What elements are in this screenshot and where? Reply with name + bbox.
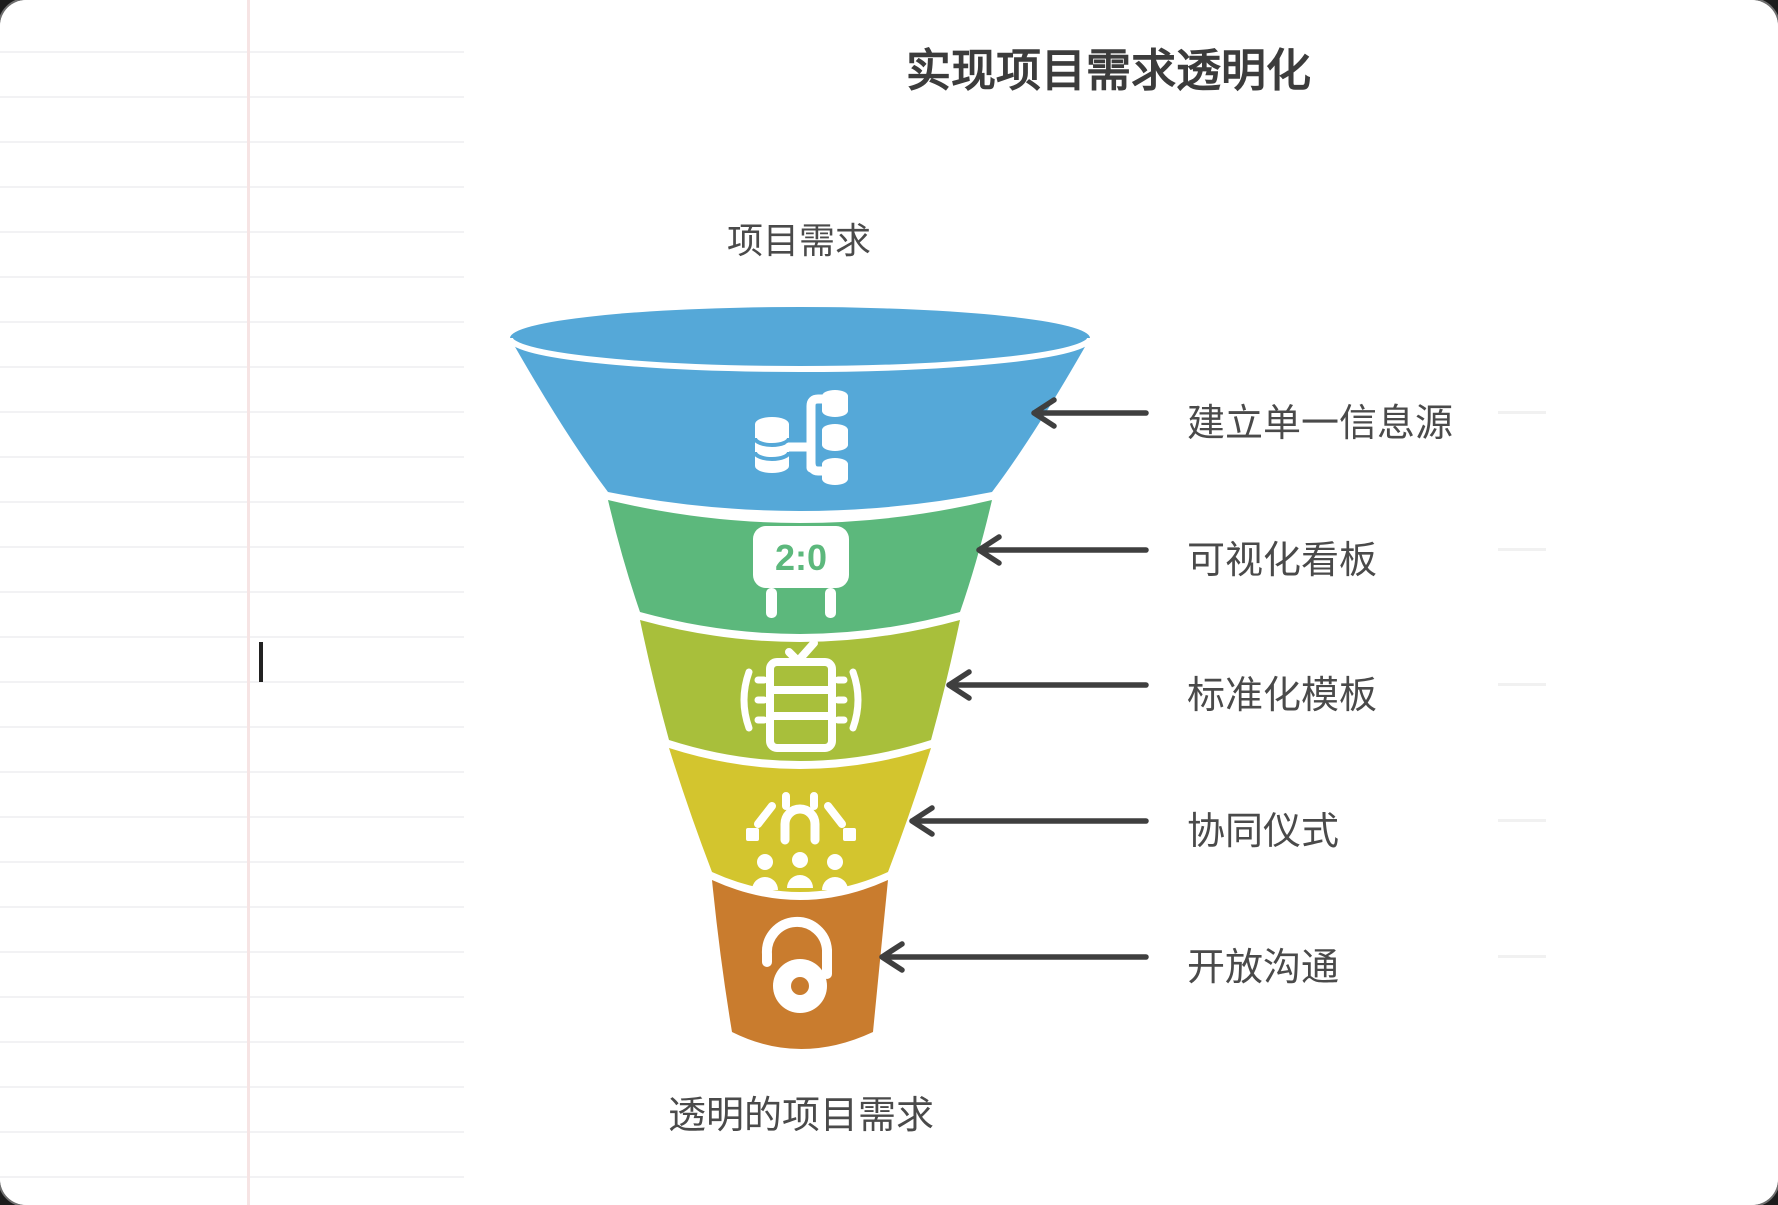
funnel-step-label-1: 建立单一信息源 <box>1187 403 1454 445</box>
scoreboard-text: 2:0 <box>775 537 827 578</box>
database-connector-lines <box>784 394 827 476</box>
arrow-step-2 <box>976 534 1149 566</box>
funnel-top-label: 项目需求 <box>727 220 872 261</box>
funnel-step-label-3: 标准化模板 <box>1187 675 1378 717</box>
arrow-step-1 <box>1031 397 1149 429</box>
arrow-step-5 <box>879 941 1149 973</box>
template-checklist-icon <box>740 639 862 752</box>
arrow-group <box>879 397 1149 973</box>
page-title: 实现项目需求透明化 <box>906 45 1312 96</box>
database-sources-icon <box>753 390 848 485</box>
funnel-layer-1 <box>507 307 1093 511</box>
funnel-layer-4 <box>669 748 931 892</box>
scoreboard-icon: 2:0 <box>753 526 849 618</box>
faint-guide-line <box>1498 411 1546 414</box>
funnel-step-label-4: 协同仪式 <box>1187 811 1340 853</box>
text-cursor <box>259 642 263 682</box>
meeting-people-icon <box>746 792 856 890</box>
arrow-step-4 <box>909 805 1149 837</box>
faint-guide-line <box>1498 955 1546 958</box>
funnel-step-label-5: 开放沟通 <box>1187 947 1340 989</box>
funnel-step-label-2: 可视化看板 <box>1187 540 1378 582</box>
faint-guide-line <box>1498 683 1546 686</box>
arrow-step-3 <box>946 669 1149 701</box>
open-lock-icon <box>761 916 832 1013</box>
faint-guide-line <box>1498 819 1546 822</box>
funnel-rim-highlight <box>507 337 1093 372</box>
funnel-bottom-label: 透明的项目需求 <box>668 1095 935 1137</box>
grid-lines <box>0 8 464 1183</box>
funnel-layer-1-top-ellipse <box>510 307 1090 369</box>
database-ridges <box>753 437 791 461</box>
spreadsheet-background[interactable] <box>0 0 464 1205</box>
faint-guide-line <box>1498 548 1546 551</box>
column-divider-line <box>247 0 250 1205</box>
funnel-layer-1-body <box>510 338 1090 511</box>
